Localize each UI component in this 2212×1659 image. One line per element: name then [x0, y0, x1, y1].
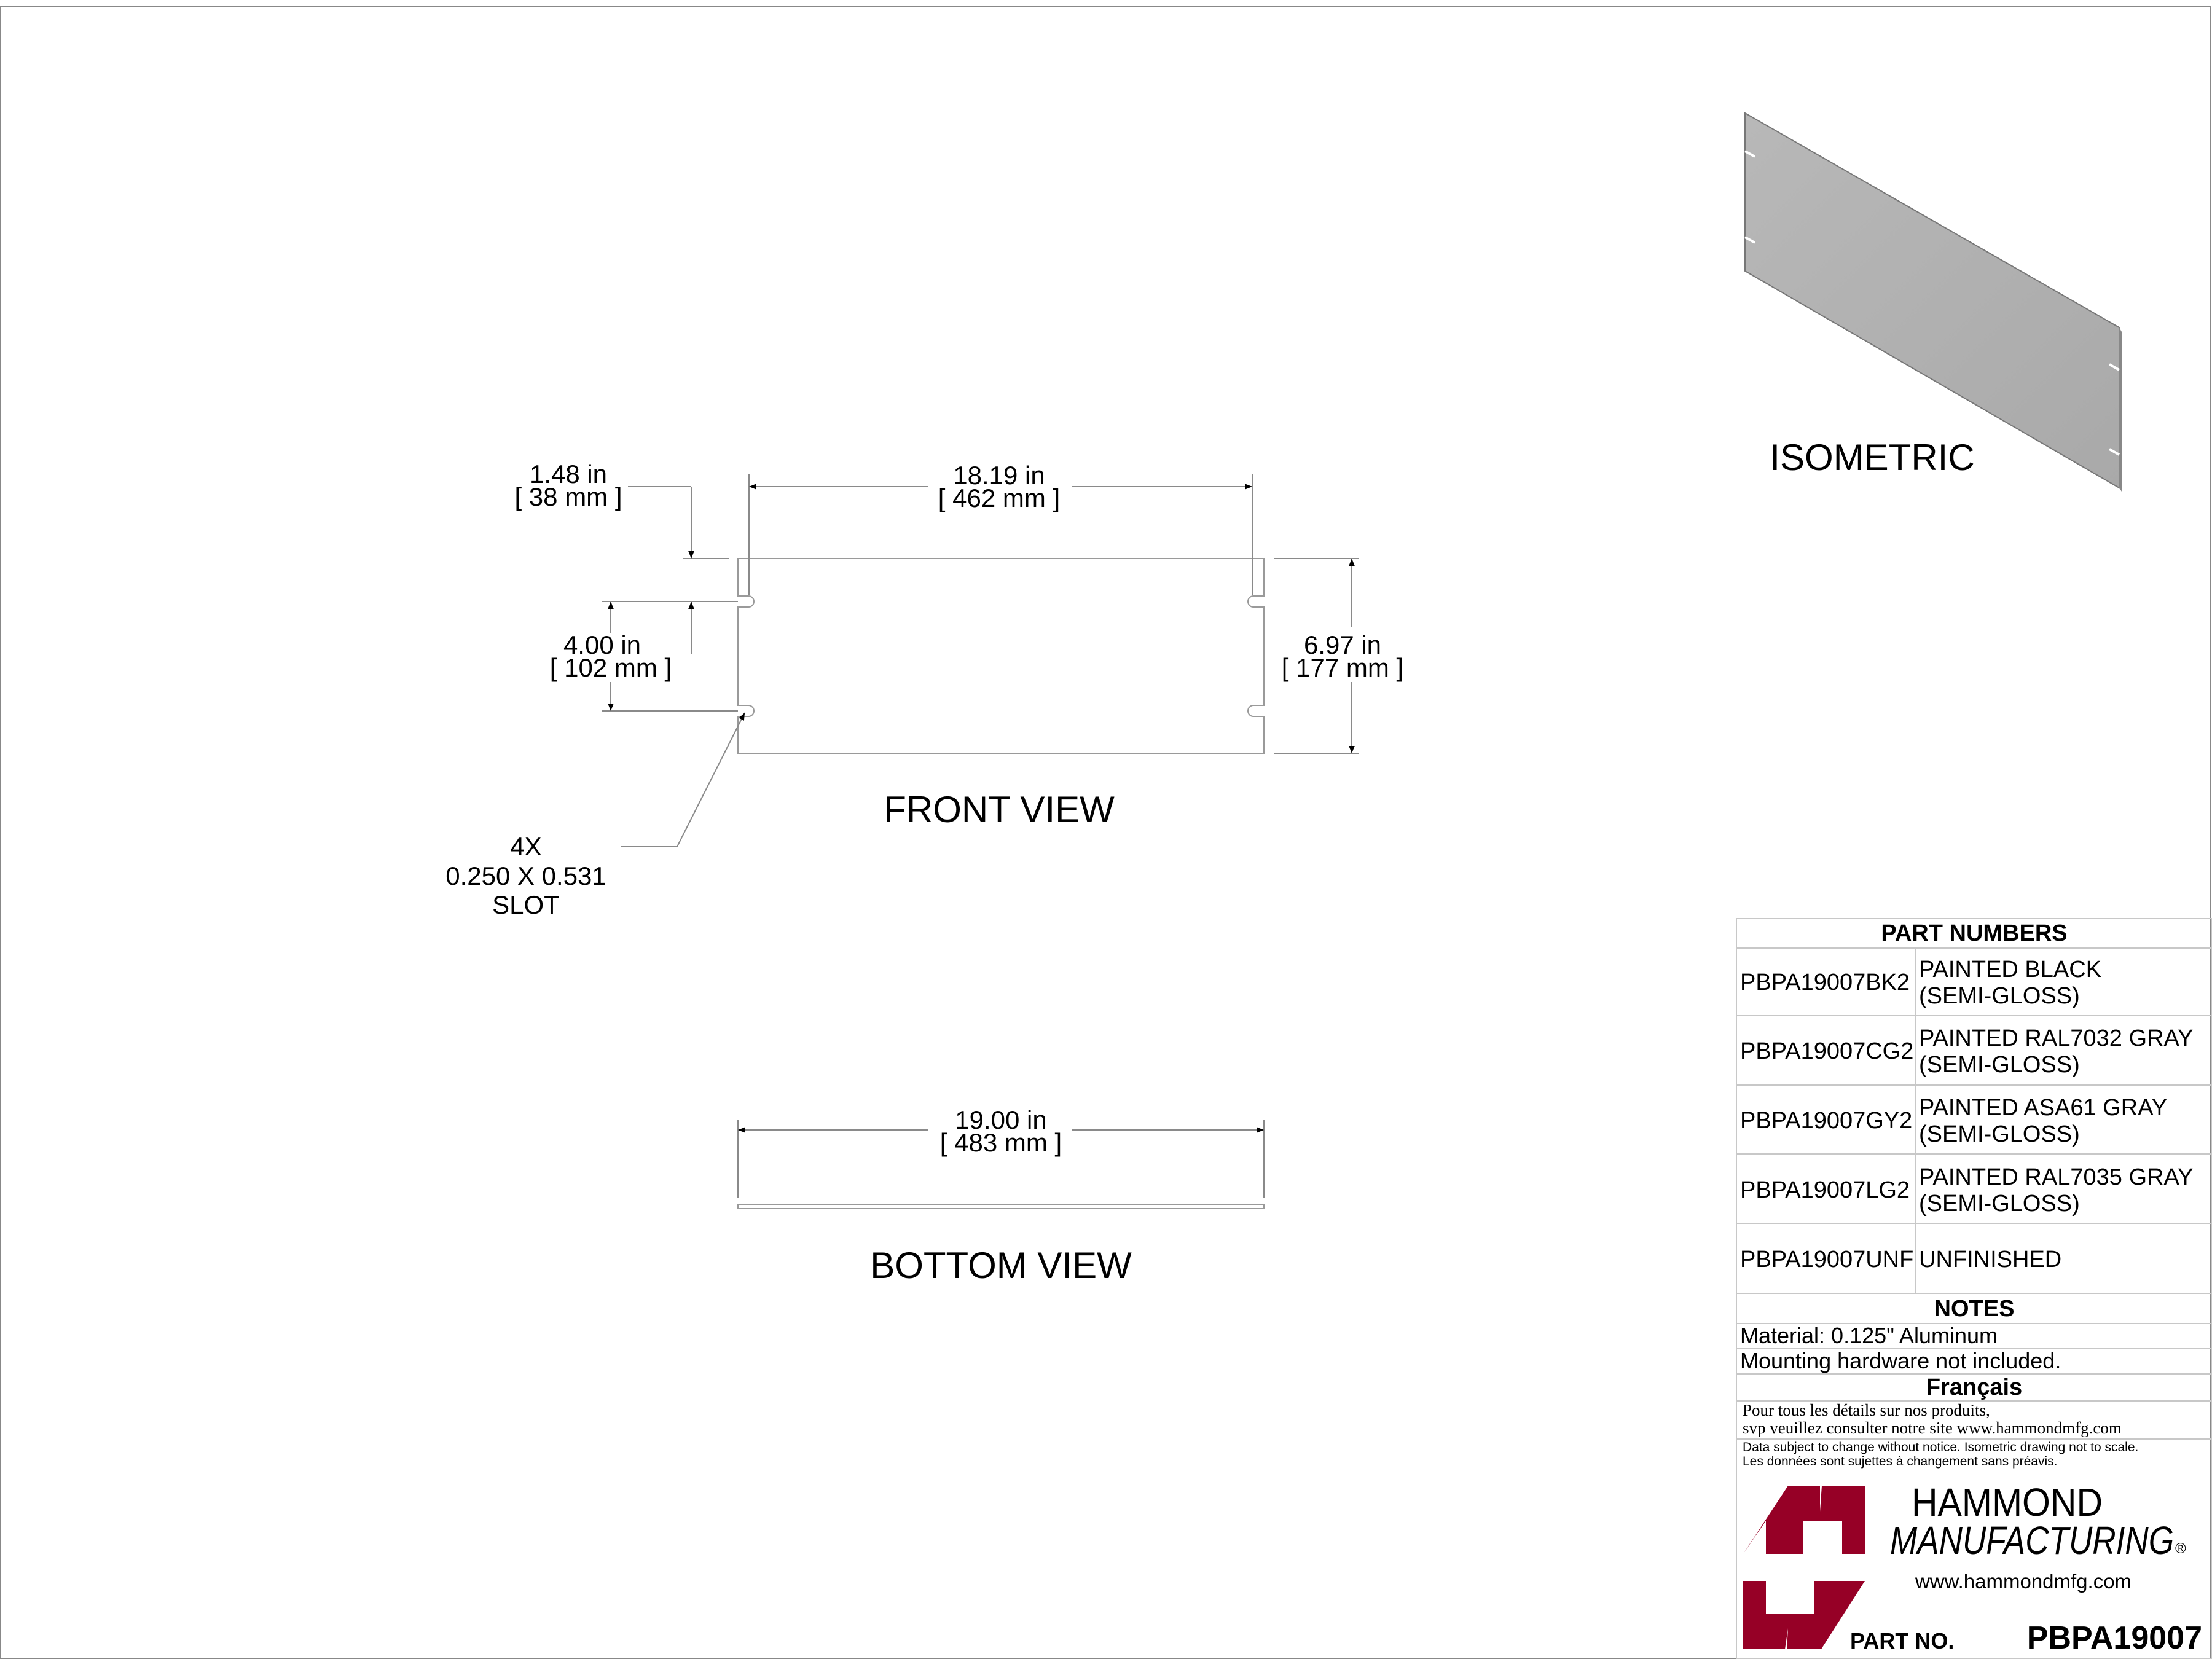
bottom-panel-outline	[737, 1204, 1265, 1209]
top-slot-dim-in: 1.48 in	[530, 460, 607, 488]
slot-leader	[621, 712, 745, 847]
part-description: PAINTED RAL7035 GRAY	[1919, 1164, 2193, 1190]
part-description: PAINTED ASA61 GRAY	[1919, 1095, 2167, 1121]
sheet-border	[0, 6, 2211, 1659]
part-finish: (SEMI-GLOSS)	[1919, 1191, 2080, 1217]
top-slot-dim-mm: [ 38 mm ]	[514, 482, 622, 511]
part-row: PBPA19007LG2 PAINTED RAL7035 GRAY (SEMI-…	[1740, 1164, 2193, 1217]
francais-line-2: svp veuillez consulter notre site www.ha…	[1743, 1419, 2122, 1437]
bottom-width-dim-in: 19.00 in	[955, 1105, 1046, 1134]
logo-w-mark	[1743, 1581, 1865, 1649]
note-material: Material: 0.125" Aluminum	[1740, 1323, 1998, 1348]
notes-header: NOTES	[1934, 1296, 2015, 1322]
slot-spacing-dim-mm: [ 102 mm ]	[550, 653, 672, 682]
disclaimer-fr: Les données sont sujettes à changement s…	[1743, 1454, 2058, 1469]
slot-note-size: 0.250 X 0.531	[445, 861, 606, 890]
title-block: PART NUMBERS PBPA19007BK2 PAINTED BLACK …	[1736, 918, 2212, 1659]
slot-spacing-dim-in: 4.00 in	[563, 630, 641, 659]
note-hardware: Mounting hardware not included.	[1740, 1348, 2061, 1373]
part-row: PBPA19007CG2 PAINTED RAL7032 GRAY (SEMI-…	[1740, 1026, 2193, 1078]
website: www.hammondmfg.com	[1915, 1570, 2132, 1593]
front-view-title: FRONT VIEW	[884, 789, 1115, 830]
part-row: PBPA19007BK2 PAINTED BLACK (SEMI-GLOSS)	[1740, 957, 2101, 1009]
logo-registered: ®	[2175, 1540, 2186, 1557]
bottom-view-title: BOTTOM VIEW	[870, 1245, 1132, 1286]
part-number: PBPA19007UNF	[1740, 1247, 1913, 1273]
width-dim-in: 18.19 in	[953, 461, 1045, 490]
part-description: UNFINISHED	[1919, 1247, 2061, 1273]
isometric-view: ISOMETRIC	[1744, 112, 2122, 492]
isometric-title: ISOMETRIC	[1770, 437, 1974, 478]
part-number: PBPA19007CG2	[1740, 1038, 1913, 1064]
height-dim-in: 6.97 in	[1304, 630, 1381, 659]
logo-m-mark	[1743, 1486, 1865, 1554]
part-finish: (SEMI-GLOSS)	[1919, 1121, 2080, 1147]
part-number: PBPA19007LG2	[1740, 1177, 1910, 1203]
slot-note-type: SLOT	[492, 890, 560, 919]
logo-hammond: HAMMOND	[1912, 1480, 2103, 1524]
part-finish: (SEMI-GLOSS)	[1919, 1052, 2080, 1078]
part-row: PBPA19007GY2 PAINTED ASA61 GRAY (SEMI-GL…	[1740, 1095, 2167, 1147]
part-numbers-header: PART NUMBERS	[1881, 920, 2067, 946]
francais-line-1: Pour tous les détails sur nos produits,	[1743, 1401, 1990, 1419]
part-description: PAINTED BLACK	[1919, 957, 2101, 982]
disclaimer-en: Data subject to change without notice. I…	[1743, 1440, 2138, 1454]
part-no-value: PBPA19007	[2027, 1620, 2202, 1656]
height-dim-mm: [ 177 mm ]	[1282, 653, 1403, 682]
part-number: PBPA19007BK2	[1740, 970, 1910, 995]
francais-header: Français	[1926, 1375, 2022, 1400]
part-description: PAINTED RAL7032 GRAY	[1919, 1026, 2193, 1051]
bottom-view: 19.00 in [ 483 mm ] BOTTOM VIEW	[737, 1105, 1265, 1286]
isometric-panel	[1744, 112, 2120, 489]
part-finish: (SEMI-GLOSS)	[1919, 983, 2080, 1009]
part-row: PBPA19007UNF UNFINISHED	[1740, 1247, 2061, 1273]
bottom-width-dim-mm: [ 483 mm ]	[940, 1128, 1062, 1157]
slot-note-qty: 4X	[510, 832, 541, 861]
front-panel-outline	[737, 558, 1265, 754]
part-number: PBPA19007GY2	[1740, 1108, 1912, 1134]
logo-manufacturing: MANUFACTURING	[1890, 1518, 2174, 1563]
front-view: 18.19 in [ 462 mm ] 6.97 in [ 177 mm ] 1…	[445, 460, 1403, 919]
hammond-logo: HAMMOND MANUFACTURING ®	[1743, 1480, 2186, 1649]
part-no-label: PART NO.	[1850, 1628, 1954, 1653]
width-dim-mm: [ 462 mm ]	[938, 484, 1060, 512]
